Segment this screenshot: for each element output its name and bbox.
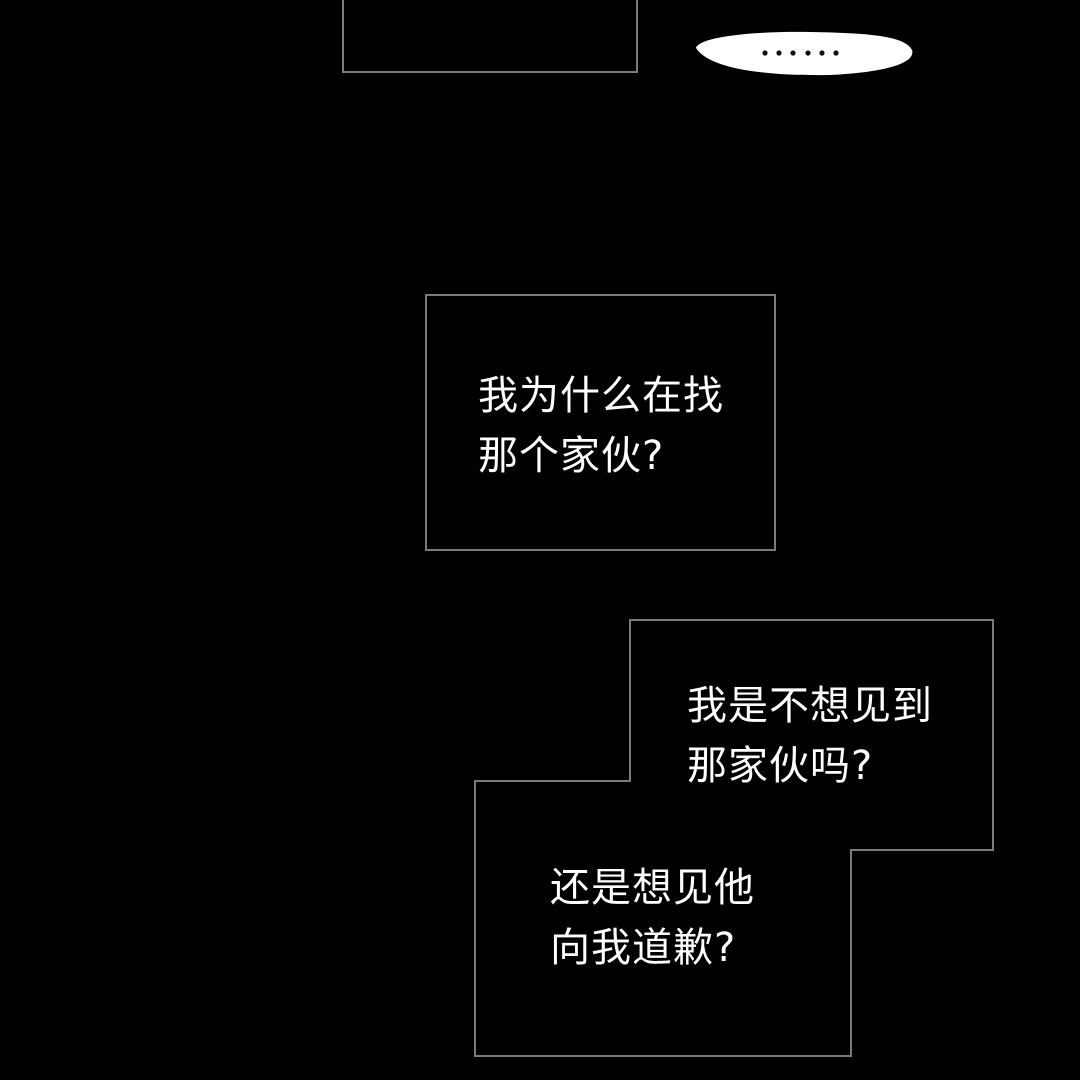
caption-line: 还是想见他	[550, 865, 755, 911]
caption-1-text: 我为什么在找 那个家伙?	[478, 366, 724, 486]
top-panel-frame	[342, 0, 638, 73]
caption-line: 那家伙吗?	[687, 743, 874, 789]
caption-line: 那个家伙?	[478, 433, 665, 479]
ellipsis-dots	[762, 50, 839, 56]
caption-box-1	[425, 294, 776, 551]
caption-2-text: 我是不想见到 那家伙吗?	[687, 676, 933, 796]
caption-3-text: 还是想见他 向我道歉?	[550, 858, 755, 978]
caption-line: 我为什么在找	[478, 373, 724, 419]
caption-line: 向我道歉?	[550, 925, 737, 971]
caption-line: 我是不想见到	[687, 683, 933, 729]
stacked-caption-frame	[474, 619, 994, 1057]
speech-bubble	[696, 31, 913, 76]
